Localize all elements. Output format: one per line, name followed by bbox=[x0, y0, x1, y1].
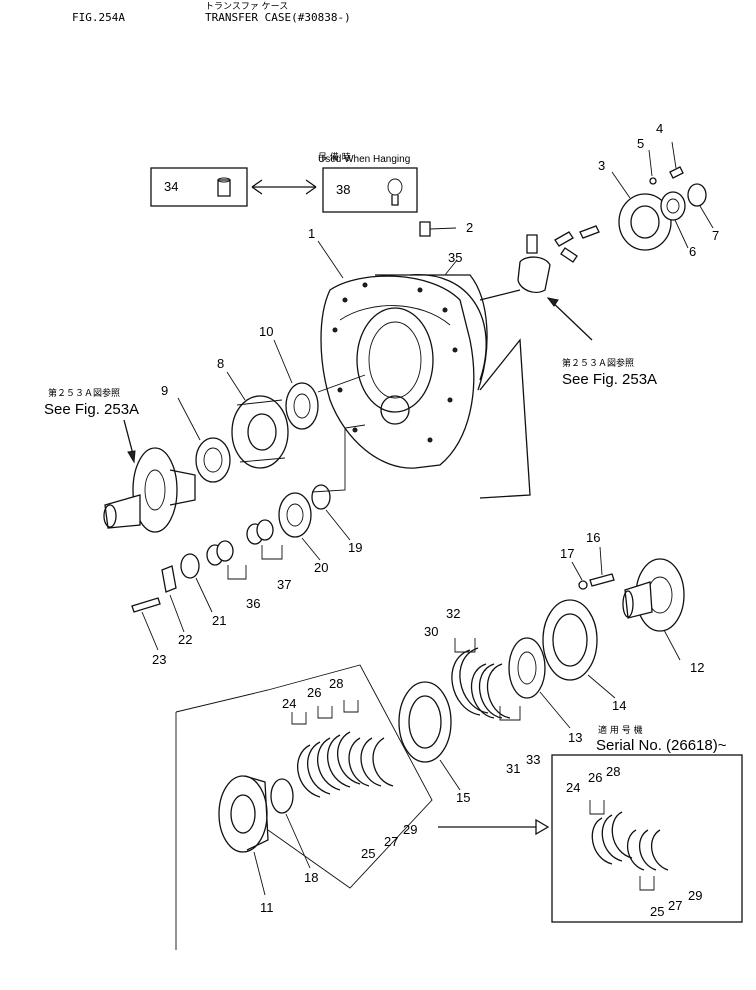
washer-5 bbox=[649, 177, 657, 185]
shims-37 bbox=[246, 519, 283, 560]
disc-15 bbox=[398, 681, 452, 763]
plate-21 bbox=[180, 553, 200, 579]
callout-25: 25 bbox=[361, 846, 375, 861]
callout-34: 34 bbox=[164, 179, 178, 194]
ref-arrow-right bbox=[547, 297, 593, 341]
callout-28: 28 bbox=[329, 676, 343, 691]
shaft-outline bbox=[479, 289, 531, 499]
callout-3: 3 bbox=[598, 158, 605, 173]
callout-27: 27 bbox=[384, 834, 398, 849]
callout-32: 32 bbox=[446, 606, 460, 621]
alternate-part-box-34 bbox=[150, 167, 248, 207]
lock-plate-22 bbox=[161, 565, 177, 593]
callout-13: 13 bbox=[568, 730, 582, 745]
input-shaft-flange bbox=[103, 447, 196, 533]
callout-33: 33 bbox=[526, 752, 540, 767]
bearing-6 bbox=[660, 191, 686, 221]
washer-17 bbox=[578, 580, 588, 590]
callout-19: 19 bbox=[348, 540, 362, 555]
double-arrow bbox=[251, 179, 317, 195]
callout-30: 30 bbox=[424, 624, 438, 639]
callout-2: 2 bbox=[466, 220, 473, 235]
callout-11: 11 bbox=[260, 900, 274, 915]
collar-19 bbox=[311, 484, 331, 510]
callout-5: 5 bbox=[637, 136, 644, 151]
serial-jp: 適 用 号 機 bbox=[598, 724, 643, 736]
callout-23: 23 bbox=[152, 652, 166, 667]
callout-38: 38 bbox=[336, 182, 350, 197]
page-title: TRANSFER CASE(#30838-) bbox=[205, 11, 351, 24]
clutch-plates-30-33 bbox=[451, 638, 521, 721]
callout-21: 21 bbox=[212, 613, 226, 628]
callout-6: 6 bbox=[689, 244, 696, 259]
inset-callout-29: 29 bbox=[688, 888, 702, 903]
title-jp: トランスファ ケース bbox=[205, 1, 288, 12]
callout-1: 1 bbox=[308, 226, 315, 241]
collar-18 bbox=[270, 778, 294, 814]
callout-20: 20 bbox=[314, 560, 328, 575]
callout-22: 22 bbox=[178, 632, 192, 647]
fig-label: FIG.254A bbox=[72, 11, 125, 24]
ref-left-en: See Fig. 253A bbox=[44, 401, 139, 418]
inset-clutch-pack bbox=[589, 800, 669, 891]
callout-9: 9 bbox=[161, 383, 168, 398]
callout-26: 26 bbox=[307, 685, 321, 700]
ref-right-jp: 第２５３Ａ図参照 bbox=[562, 357, 634, 369]
callout-8: 8 bbox=[217, 356, 224, 371]
bearing-9 bbox=[195, 437, 231, 483]
leader-lines bbox=[141, 149, 714, 896]
gear-8 bbox=[231, 395, 289, 469]
bearing-13 bbox=[508, 637, 546, 699]
bearing-10 bbox=[285, 382, 319, 430]
inset-callout-25: 25 bbox=[650, 904, 664, 919]
assembly-bracket bbox=[175, 664, 433, 950]
callout-numbers: 1 2 3 4 5 6 7 8 9 10 11 12 13 14 15 16 1… bbox=[152, 121, 719, 919]
inset-callout-24: 24 bbox=[566, 780, 580, 795]
callout-37: 37 bbox=[277, 577, 291, 592]
inset-callout-27: 27 bbox=[668, 898, 682, 913]
callout-36: 36 bbox=[246, 596, 260, 611]
callout-15: 15 bbox=[456, 790, 470, 805]
callout-7: 7 bbox=[712, 228, 719, 243]
callout-17: 17 bbox=[560, 546, 574, 561]
callout-31: 31 bbox=[506, 761, 520, 776]
gear-shaft-12 bbox=[622, 558, 685, 632]
bolt-23 bbox=[131, 597, 161, 613]
plug-2 bbox=[419, 221, 457, 237]
transfer-case-housing bbox=[320, 274, 488, 469]
callout-4: 4 bbox=[656, 121, 663, 136]
hanging-eye-bolt-box-38 bbox=[322, 167, 418, 213]
seal-ring-35 bbox=[409, 274, 487, 381]
snap-ring-7 bbox=[687, 183, 707, 207]
hanging-note-en: Used When Hanging bbox=[318, 154, 410, 165]
bracket-right bbox=[517, 225, 600, 294]
bearing-20 bbox=[278, 492, 312, 538]
ref-right-en: See Fig. 253A bbox=[562, 371, 657, 388]
bolt-4 bbox=[669, 166, 684, 179]
clutch-pack-24-29 bbox=[291, 700, 394, 798]
shims-36 bbox=[206, 540, 247, 580]
callout-29: 29 bbox=[403, 822, 417, 837]
serial-inset-box bbox=[551, 754, 743, 923]
callout-16: 16 bbox=[586, 530, 600, 545]
inset-callout-28: 28 bbox=[606, 764, 620, 779]
bearing-cover-3 bbox=[618, 193, 672, 251]
inset-callout-26: 26 bbox=[588, 770, 602, 785]
gear-11 bbox=[218, 775, 269, 853]
serial-en: Serial No. (26618)~ bbox=[596, 737, 727, 754]
ref-left-jp: 第２５３Ａ図参照 bbox=[48, 387, 120, 399]
callout-12: 12 bbox=[690, 660, 704, 675]
hanging-note-jp: 吊 備 時 bbox=[318, 151, 351, 163]
bolt-16 bbox=[589, 573, 615, 587]
callout-24: 24 bbox=[282, 696, 296, 711]
cover-14 bbox=[542, 599, 598, 681]
callout-35: 35 bbox=[448, 250, 462, 265]
callout-18: 18 bbox=[304, 870, 318, 885]
callout-10: 10 bbox=[259, 324, 273, 339]
callout-14: 14 bbox=[612, 698, 626, 713]
